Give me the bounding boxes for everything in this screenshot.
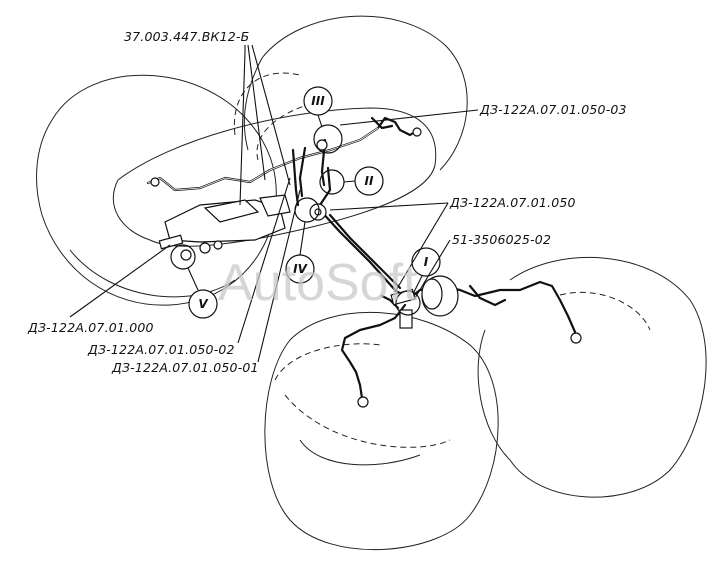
label-assembly-000: ДЗ-122А.07.01.000 — [27, 320, 154, 335]
label-hose: 51-3506025-02 — [452, 232, 551, 247]
leader-lines — [69, 44, 479, 363]
callout-iii: III — [303, 86, 333, 116]
rear-right-tire — [233, 15, 468, 171]
pipe-end-fittings — [150, 127, 582, 408]
valve-block — [158, 194, 291, 261]
label-valve-block: 37.003.447.ВК12-Б — [124, 29, 249, 44]
callout-iii-label: III — [311, 94, 325, 108]
front-left-tire — [264, 311, 499, 551]
rear-left-tire — [36, 74, 277, 306]
callout-i-label: I — [424, 255, 429, 269]
front-right-tire — [477, 257, 707, 498]
callout-i-ring — [395, 290, 421, 316]
callout-ii: II — [354, 166, 384, 196]
callout-connectors — [187, 114, 423, 293]
callout-iii-ring — [313, 124, 343, 154]
watermark: AutoSoft — [218, 254, 418, 312]
label-pipe-050-03: ДЗ-122А.07.01.050-03 — [479, 102, 627, 117]
callout-ii-label: II — [365, 174, 374, 188]
label-pipe-050-02: ДЗ-122А.07.01.050-02 — [87, 342, 235, 357]
callout-v: V — [188, 289, 218, 319]
callout-v-label: V — [198, 297, 209, 311]
callout-v-ring — [170, 244, 196, 270]
label-pipe-050-01: ДЗ-122А.07.01.050-01 — [111, 360, 259, 375]
callout-iv-label: IV — [293, 262, 308, 276]
label-pipe-050: ДЗ-122А.07.01.050 — [449, 195, 576, 210]
callout-iv: IV — [285, 254, 315, 284]
